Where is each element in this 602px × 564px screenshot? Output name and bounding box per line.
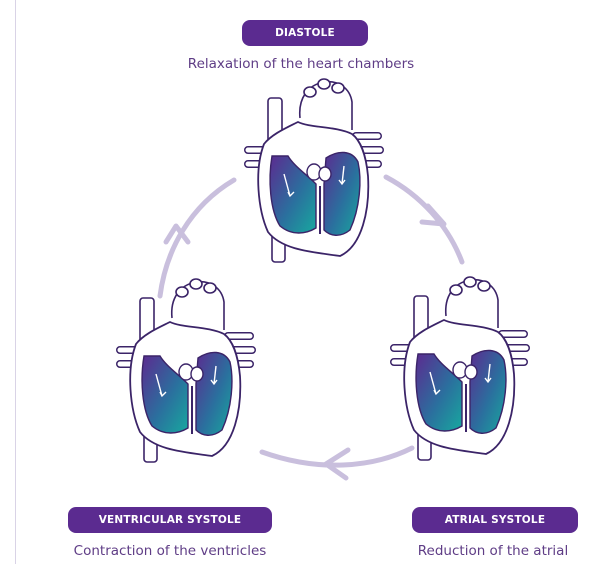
ventricular-systole-badge: VENTRICULAR SYSTOLE: [68, 507, 272, 533]
heart-ventricular-systole-illustration: [120, 279, 252, 462]
diastole-caption: Relaxation of the heart chambers: [141, 56, 461, 72]
diastole-badge: DIASTOLE: [242, 20, 368, 46]
heart-atrial-systole-illustration: [394, 277, 526, 460]
atrial-systole-caption: Reduction of the atrial: [388, 543, 598, 559]
cycle-arrow-top-right: [386, 177, 462, 262]
ventricular-systole-caption: Contraction of the ventricles: [18, 543, 322, 559]
heart-diastole-illustration: [248, 79, 380, 262]
atrial-systole-badge: ATRIAL SYSTOLE: [412, 507, 578, 533]
